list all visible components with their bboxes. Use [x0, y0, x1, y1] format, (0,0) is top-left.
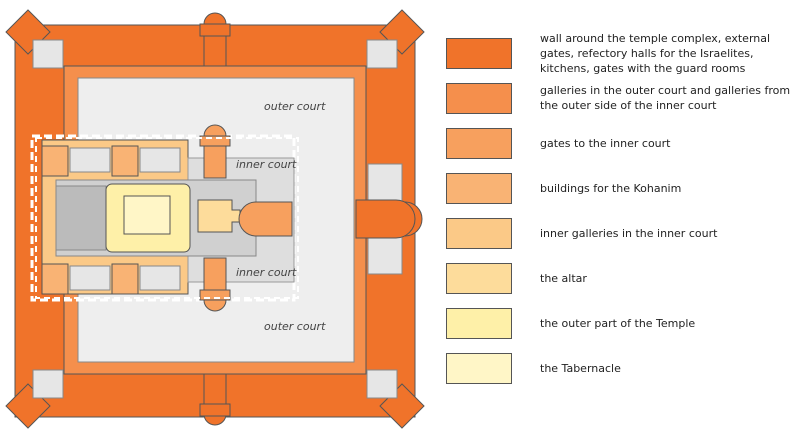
legend-item: the outer part of the Temple	[446, 304, 796, 340]
legend-swatch	[446, 128, 512, 159]
kitchen-bottom-right	[366, 369, 398, 399]
legend-label: buildings for the Kohanim	[540, 181, 682, 195]
temple-vestibule	[55, 185, 107, 251]
label-outer-court-top: outer court	[264, 100, 326, 113]
legend-item: inner galleries in the inner court	[446, 214, 796, 250]
inner-gate-east	[238, 201, 293, 237]
legend-label: the Tabernacle	[540, 361, 621, 375]
legend-label: inner galleries in the inner court	[540, 226, 718, 240]
inner-gate-bottom	[203, 257, 227, 312]
legend-label: the outer part of the Temple	[540, 316, 696, 330]
legend-item: the Tabernacle	[446, 349, 796, 385]
legend-label: wall around the temple complex, external…	[540, 31, 771, 75]
legend-swatch	[446, 353, 512, 384]
inner-gate-top	[203, 124, 227, 179]
legend-item: galleries in the outer court and galleri…	[446, 79, 796, 115]
gate-east-tower	[355, 199, 416, 239]
legend-item: buildings for the Kohanim	[446, 169, 796, 205]
legend-swatch	[446, 38, 512, 69]
gate-bottom	[203, 373, 227, 426]
legend-label: gates to the inner court	[540, 136, 671, 150]
inner-court-boundary	[35, 137, 299, 299]
inner-gallery-rooms	[69, 147, 181, 291]
legend-item: wall around the temple complex, external…	[446, 32, 796, 75]
kitchen-top-right	[366, 39, 398, 69]
legend-label: the altar	[540, 271, 587, 285]
legend-item: gates to the inner court	[446, 124, 796, 160]
label-inner-court-bottom: inner court	[236, 266, 297, 279]
temple-plan-diagram: outer court inner court inner court oute…	[5, 9, 425, 429]
kitchen-bottom-left	[32, 369, 64, 399]
tabernacle	[123, 195, 171, 235]
legend-item: the altar	[446, 259, 796, 295]
legend-swatch	[446, 173, 512, 204]
legend-swatch	[446, 308, 512, 339]
kitchen-top-left	[32, 39, 64, 69]
gate-top	[203, 12, 227, 67]
kohanim-buildings	[41, 145, 139, 295]
legend-swatch	[446, 218, 512, 249]
label-inner-court-top: inner court	[236, 158, 297, 171]
corner-kitchens	[32, 39, 398, 399]
legend-swatch	[446, 83, 512, 114]
legend-label: galleries in the outer court and galleri…	[540, 84, 791, 112]
legend-swatch	[446, 263, 512, 294]
label-outer-court-bottom: outer court	[264, 320, 326, 333]
